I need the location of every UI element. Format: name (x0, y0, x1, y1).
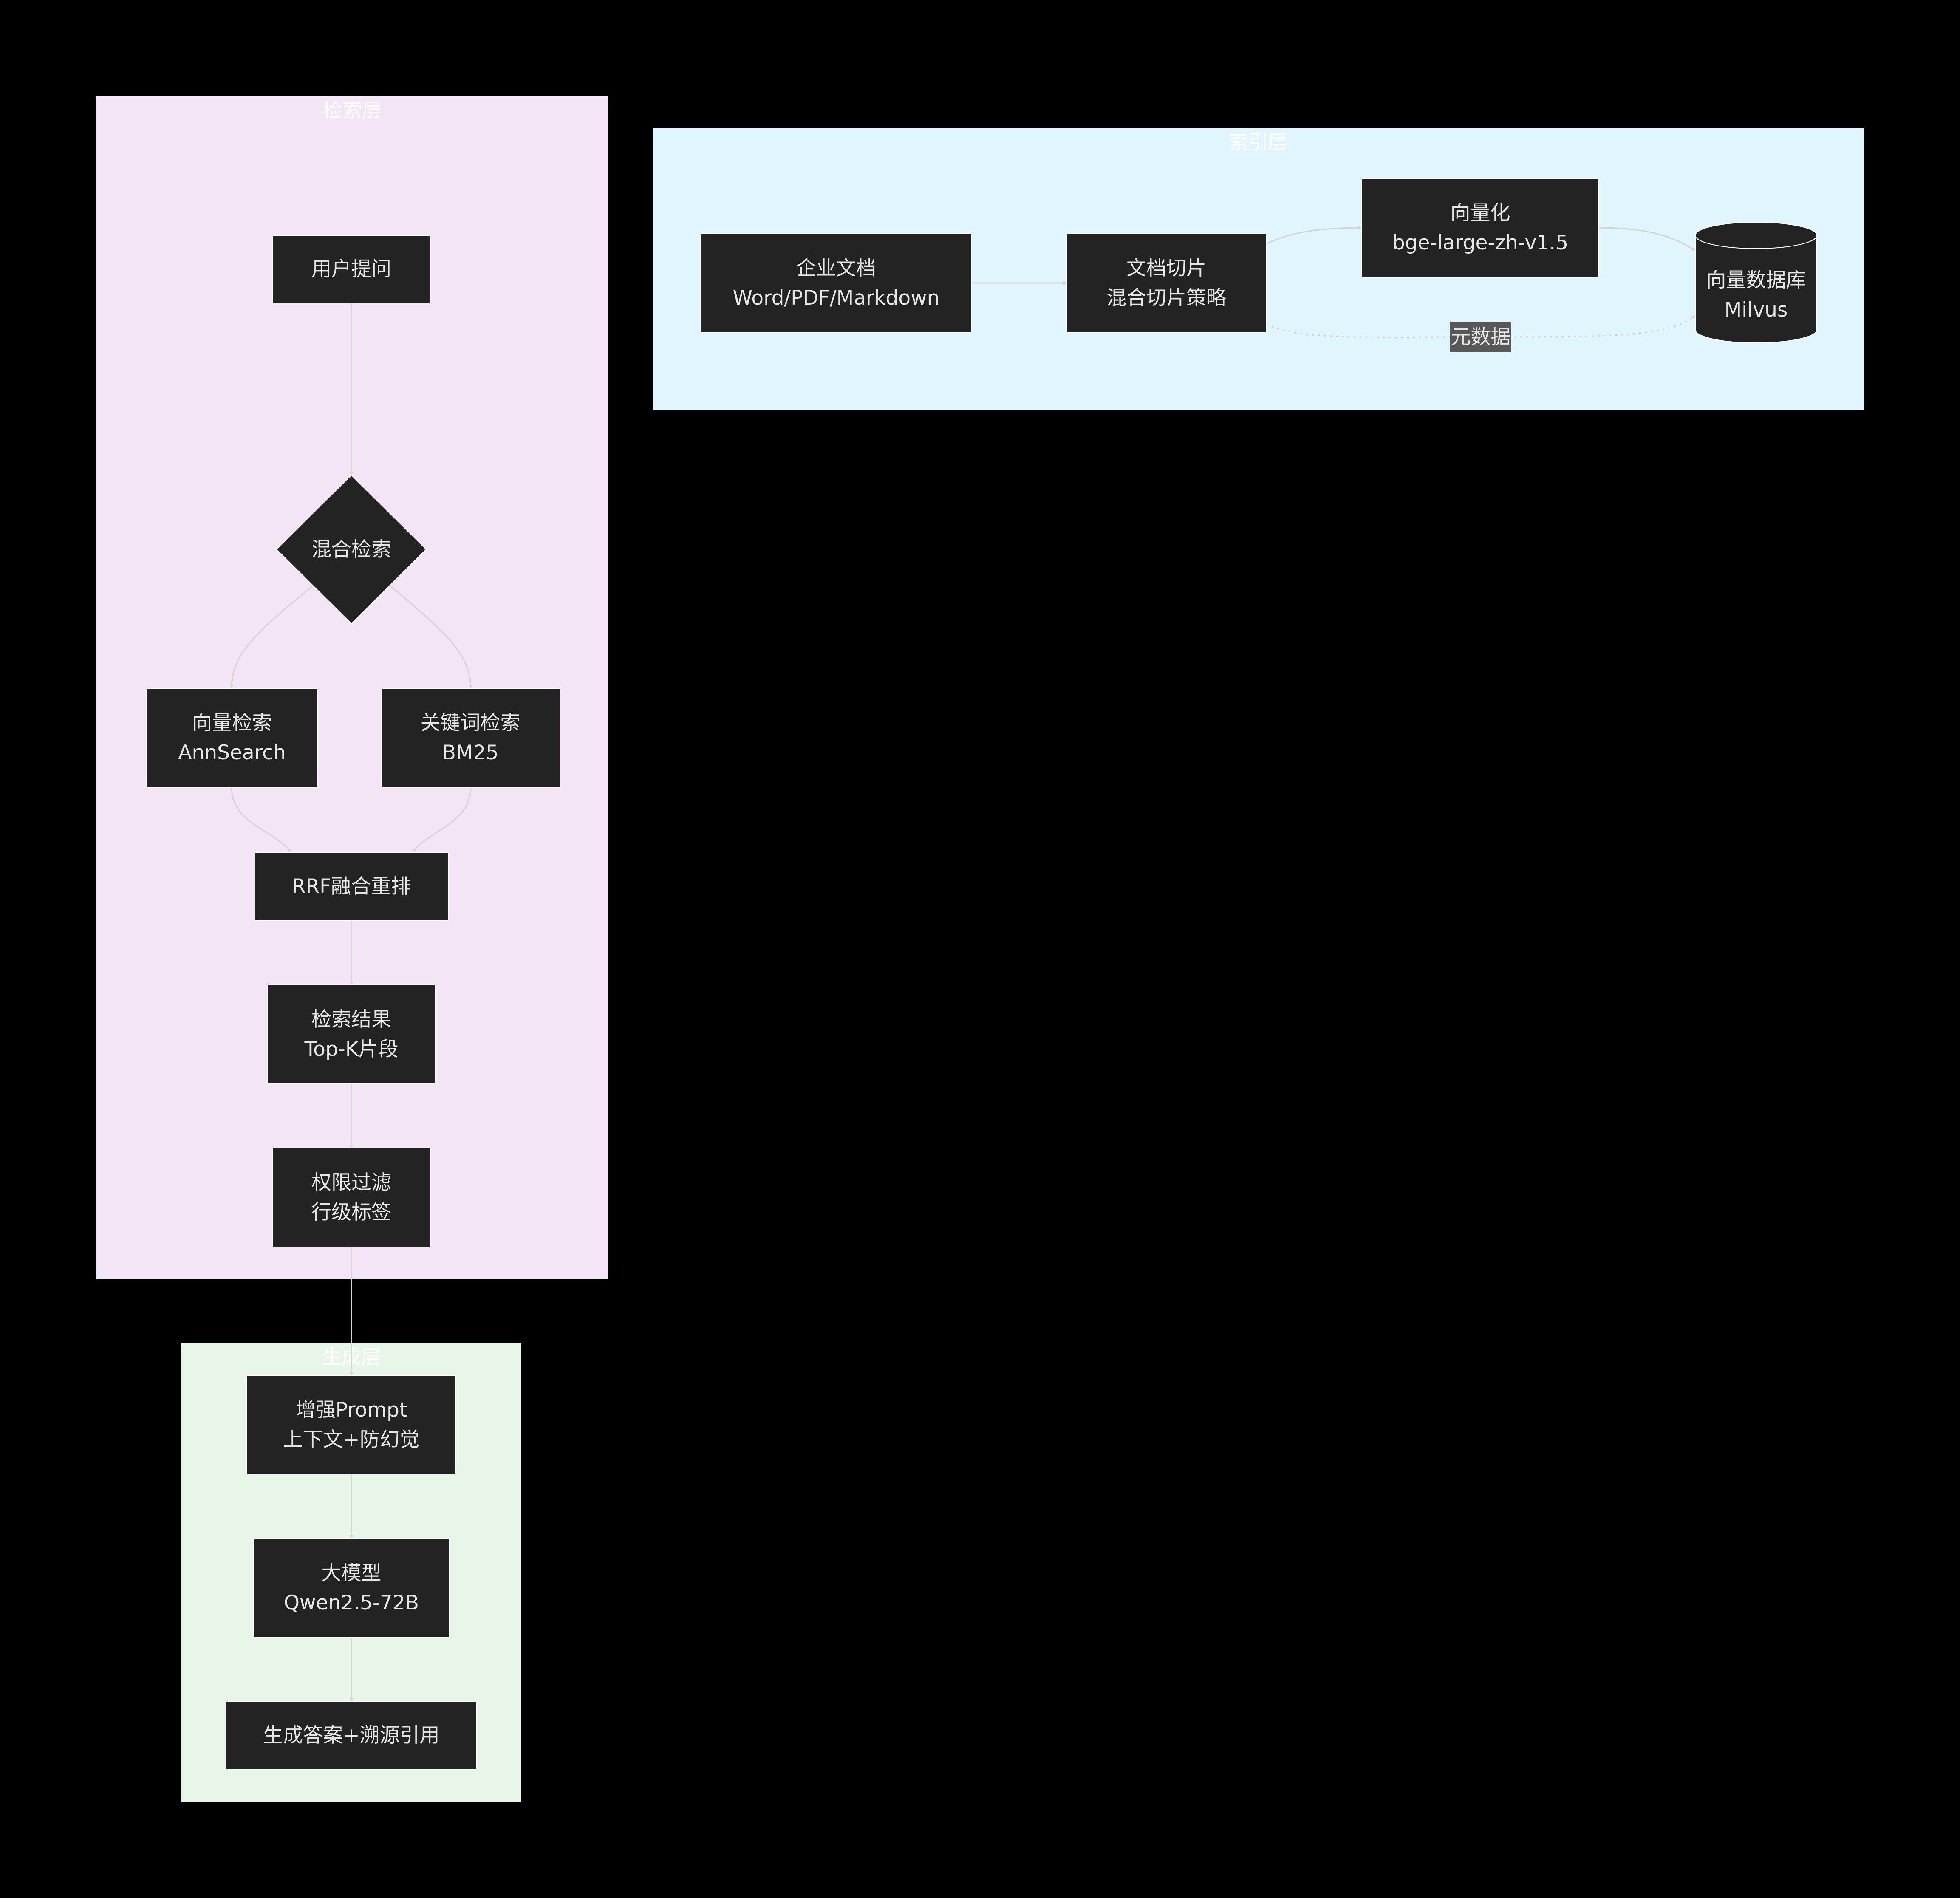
permission-label-line-2: 行级标签 (311, 1201, 391, 1224)
results-label-line-2: Top-K片段 (304, 1038, 398, 1061)
chunking-label-line-1: 文档切片 (1126, 257, 1206, 280)
svg-text:混合检索: 混合检索 (311, 538, 391, 561)
node-vector-search: 向量检索 AnnSearch (146, 688, 318, 788)
node-document-chunking: 文档切片混合切片策略 (1066, 233, 1267, 333)
enterprise-docs-label-line-1: 企业文档 (796, 257, 876, 280)
prompt-label-line-2: 上下文+防幻觉 (283, 1428, 419, 1451)
node-vector-database: 向量数据库 Milvus (1695, 222, 1817, 343)
retrieval-layer-title: 检索层 (323, 99, 382, 122)
llm-label-line-2: Qwen2.5-72B (284, 1591, 419, 1615)
svg-text:RRF融合重排: RRF融合重排 (292, 875, 411, 898)
keyword-search-label-line-1: 关键词检索 (421, 711, 520, 735)
node-hybrid-search: 混合检索 (276, 474, 427, 625)
svg-text:用户提问: 用户提问 (311, 257, 391, 281)
prompt-label-line-1: 增强Prompt (296, 1398, 407, 1422)
enterprise-docs-label-line-2: Word/PDF/Markdown (733, 286, 940, 310)
metadata-edge-label: 元数据 (1450, 322, 1511, 352)
rrf-label-line-1: RRF融合重排 (292, 875, 411, 898)
llm-label-line-1: 大模型 (322, 1561, 382, 1585)
keyword-search-label-line-2: BM25 (442, 741, 499, 764)
edge-keyword-to-rrf (412, 787, 472, 853)
metadata-label-background (1450, 322, 1511, 352)
node-rrf-rerank: RRF融合重排 (255, 852, 449, 921)
vector-db-label-line-1: 向量数据库 (1706, 269, 1806, 292)
svg-text:文档切片混合切片策略: 文档切片混合切片策略 (1106, 257, 1226, 310)
node-search-results: 检索结果 Top-K片段 (267, 984, 436, 1084)
edge-hybrid-to-keyword (390, 586, 473, 689)
edges (229, 226, 1696, 1702)
vector-db-label-line-2: Milvus (1725, 298, 1788, 322)
index-layer-title: 索引层 (1229, 131, 1287, 154)
node-answer: 生成答案+溯源引用 (226, 1701, 477, 1770)
metadata-label: 元数据 (1451, 325, 1511, 349)
edge-vectorize-to-db (1598, 227, 1696, 252)
edge-vector-to-rrf (231, 787, 292, 853)
vector-search-label-line-1: 向量检索 (192, 711, 272, 735)
vectorize-label-line-2: bge-large-zh-v1.5 (1392, 231, 1568, 255)
edge-chunking-to-vectorize (1266, 226, 1362, 245)
permission-label-line-1: 权限过滤 (311, 1171, 391, 1194)
node-enhanced-prompt: 增强Prompt 上下文+防幻觉 (246, 1375, 456, 1474)
node-permission-filter: 权限过滤行级标签 (272, 1148, 431, 1247)
node-llm: 大模型 Qwen2.5-72B (253, 1538, 450, 1638)
nodes: 用户提问 混合检索 向量检索 AnnSearch 关键词检索 BM25 RRF融合重… (146, 178, 1817, 1770)
node-enterprise-docs: 企业文档 Word/PDF/Markdown (700, 233, 972, 333)
chunking-label-line-2: 混合切片策略 (1106, 286, 1226, 310)
user-question-label-line-1: 用户提问 (311, 257, 391, 281)
results-label-line-1: 检索结果 (311, 1008, 391, 1031)
node-user-question: 用户提问 (272, 235, 431, 303)
vectorize-label-line-1: 向量化 (1451, 201, 1510, 225)
vector-search-label-line-2: AnnSearch (178, 741, 286, 764)
svg-text:生成答案+溯源引用: 生成答案+溯源引用 (263, 1724, 439, 1747)
edge-hybrid-to-vector (229, 586, 313, 689)
node-keyword-search: 关键词检索 BM25 (381, 688, 560, 788)
answer-label-line-1: 生成答案+溯源引用 (263, 1724, 439, 1747)
node-vectorize: 向量化 bge-large-zh-v1.5 (1361, 178, 1599, 278)
svg-text:权限过滤行级标签: 权限过滤行级标签 (311, 1171, 391, 1224)
hybrid-search-label-line-1: 混合检索 (311, 538, 391, 561)
